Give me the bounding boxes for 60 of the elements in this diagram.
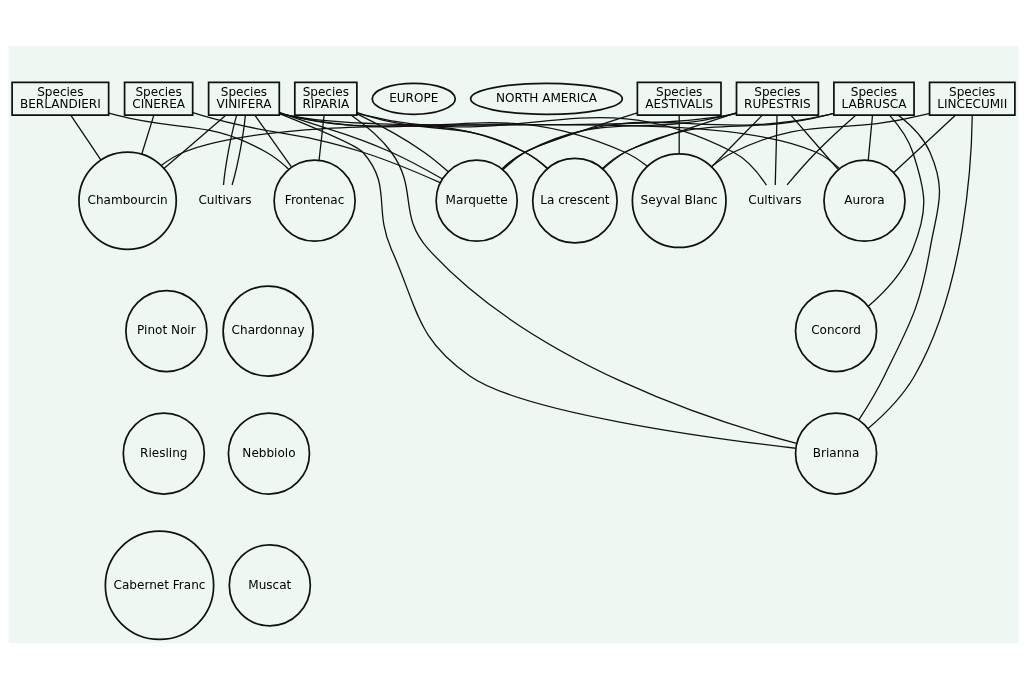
connector <box>893 114 957 173</box>
node-circle: Cabernet Franc <box>104 529 215 640</box>
connector <box>774 114 778 186</box>
node-circle: Frontenac <box>273 158 356 242</box>
node-circle: Riesling <box>122 411 206 495</box>
node-box: Species RIPARIA <box>293 81 358 116</box>
connector <box>858 114 941 421</box>
connector <box>160 112 737 166</box>
node-box: Species RUPESTRIS <box>735 81 820 116</box>
connector <box>222 114 238 186</box>
connector <box>501 112 835 169</box>
connector <box>790 114 839 170</box>
connector <box>254 114 293 168</box>
connector <box>502 111 638 170</box>
node-box: Species LINCECUMII <box>928 81 1016 116</box>
connector <box>350 114 798 444</box>
node-circle: Seyval Blanc <box>631 152 727 248</box>
node-circle: Marquette <box>435 158 518 242</box>
node-circle: Chambourcin <box>78 150 178 250</box>
connector <box>867 114 925 307</box>
node-circle: Nebbiolo <box>227 411 311 495</box>
connector <box>192 111 441 183</box>
connector <box>710 112 931 167</box>
node-box: Species BERLANDIERI <box>11 81 110 116</box>
connector <box>70 114 102 161</box>
node-circle: La crescent <box>531 157 618 244</box>
node-box: Species CINEREA <box>123 81 194 116</box>
connector <box>710 114 763 168</box>
connector <box>356 111 548 169</box>
connector <box>278 111 443 179</box>
node-box: Species LABRUSCA <box>833 81 915 116</box>
connector <box>163 114 227 169</box>
connector <box>278 112 840 169</box>
connector <box>108 112 290 170</box>
connector <box>501 111 737 170</box>
connector <box>356 111 767 186</box>
node-circle: Chardonnay <box>222 284 314 377</box>
connector <box>278 112 648 167</box>
connector <box>356 112 449 172</box>
node-circle: Pinot Noir <box>125 289 208 372</box>
node-box: Species VINIFERA <box>207 81 281 116</box>
node-ellipse: EUROPE <box>371 81 457 115</box>
node-ellipse: NORTH AMERICA <box>469 81 624 115</box>
connector <box>867 114 973 429</box>
connector <box>278 112 797 449</box>
connector <box>786 114 857 185</box>
node-circle: Brianna <box>794 411 878 495</box>
connector <box>318 114 325 161</box>
connector <box>678 114 680 155</box>
connector <box>231 114 246 186</box>
node-circle: Concord <box>794 289 878 372</box>
connector <box>602 111 737 170</box>
node-box: Species AESTIVALIS <box>636 81 722 116</box>
node-text: Cultivars <box>198 192 252 207</box>
connector <box>867 114 874 161</box>
node-circle: Muscat <box>228 543 312 627</box>
connector <box>141 114 155 155</box>
node-circle: Aurora <box>823 158 906 242</box>
connector <box>278 111 549 169</box>
node-text: Cultivars <box>748 192 802 207</box>
